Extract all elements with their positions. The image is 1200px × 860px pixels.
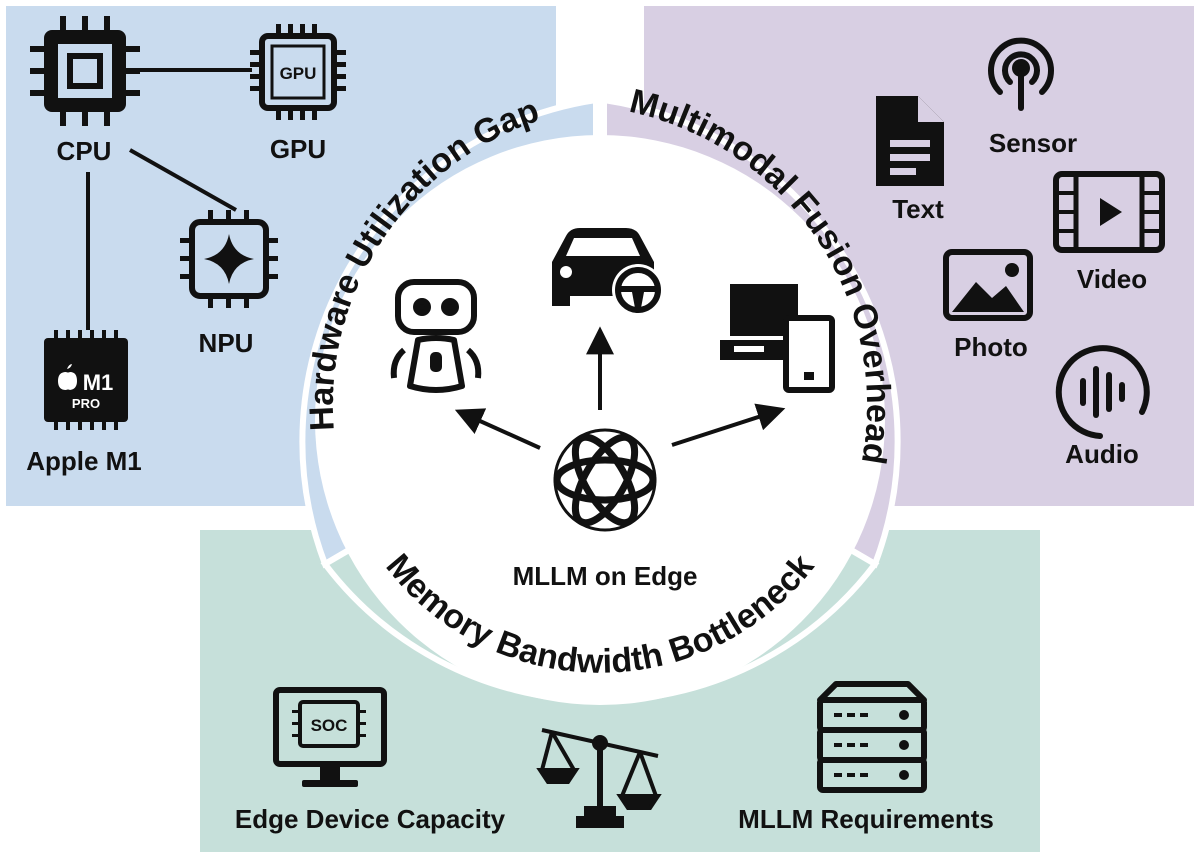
arrow-to-robot <box>454 408 541 450</box>
m1-pro-text: PRO <box>72 396 100 411</box>
car-steering-icon <box>552 228 664 316</box>
connector-cpu-npu <box>129 148 237 212</box>
balance-scale-icon <box>536 728 662 828</box>
document-icon <box>876 96 944 186</box>
npu-label: NPU <box>199 328 254 358</box>
desktop-computer-icon <box>720 284 835 393</box>
sensor-antenna-icon <box>988 37 1054 111</box>
soc-monitor-icon <box>273 687 387 787</box>
edge-device-label: Edge Device Capacity <box>235 804 506 834</box>
audio-icon <box>1055 345 1150 439</box>
npu-chip-icon <box>180 210 278 308</box>
arrow-to-computer <box>671 403 786 447</box>
server-rack-icon <box>817 681 927 793</box>
apple-logo-icon <box>58 364 77 390</box>
robot-icon <box>390 279 482 393</box>
mllm-requirements-label: MLLM Requirements <box>738 804 994 834</box>
audio-label: Audio <box>1065 439 1139 469</box>
video-film-icon <box>1053 171 1165 253</box>
sensor-label: Sensor <box>989 128 1077 158</box>
openai-logo-icon <box>553 428 657 532</box>
challenge-ring <box>299 96 901 705</box>
center-label: MLLM on Edge <box>513 561 698 591</box>
video-label: Video <box>1077 264 1147 294</box>
gpu-chip-icon <box>250 24 346 120</box>
photo-icon <box>943 249 1033 321</box>
m1-chip-text: M1 <box>83 370 114 395</box>
soc-chip-text: SOC <box>311 716 348 735</box>
text-label: Text <box>892 194 944 224</box>
gpu-chip-text: GPU <box>280 64 317 83</box>
apple-m1-chip-icon <box>44 330 128 430</box>
cpu-chip-icon <box>30 16 140 126</box>
gpu-label: GPU <box>270 134 326 164</box>
photo-label: Photo <box>954 332 1028 362</box>
center-disc <box>315 135 885 705</box>
apple-m1-label: Apple M1 <box>26 446 142 476</box>
cpu-label: CPU <box>57 136 112 166</box>
